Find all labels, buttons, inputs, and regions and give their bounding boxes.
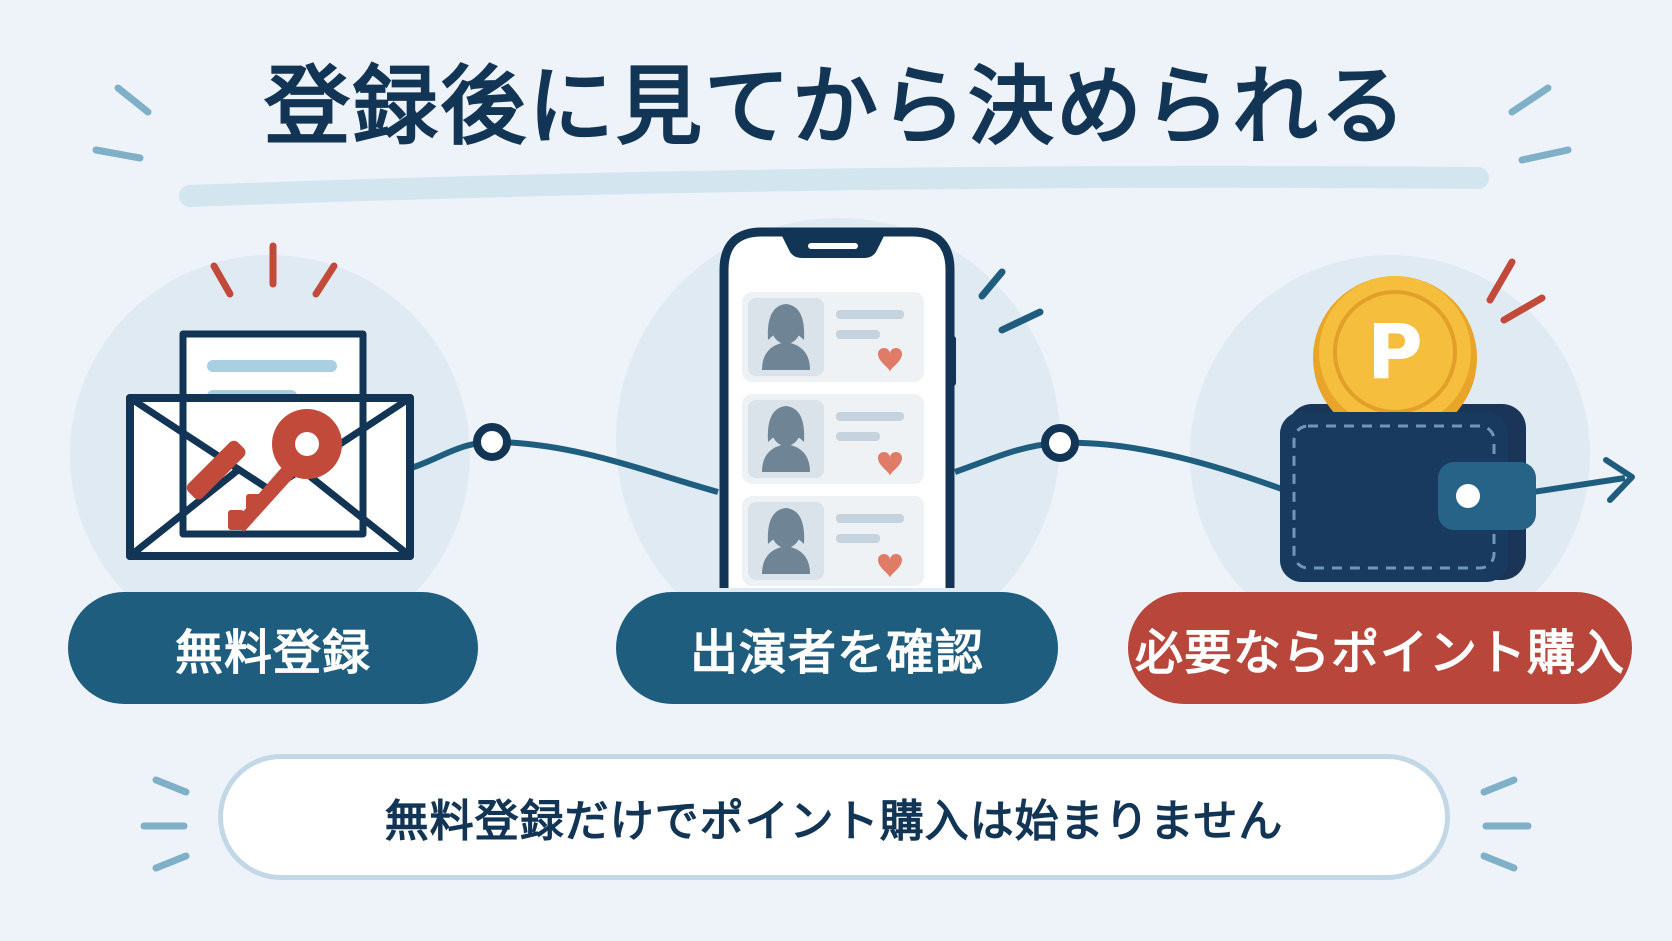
wallet-coin-icon: P <box>1280 258 1546 582</box>
connector-node-2 <box>1041 424 1079 462</box>
coin-letter: P <box>1367 307 1423 396</box>
title-sparkle-left <box>92 84 152 162</box>
connector-line-3 <box>1519 475 1626 497</box>
envelope-key-icon <box>126 242 414 560</box>
step-label-check-performers: 出演者を確認 <box>616 592 1058 704</box>
connector-line-2 <box>954 439 1292 495</box>
profile-card-2 <box>742 394 924 484</box>
connector-line-1 <box>404 438 719 495</box>
step-label-buy-points: 必要ならポイント購入 <box>1128 592 1632 704</box>
bottom-note: 無料登録だけでポイント購入は始まりません <box>218 754 1450 880</box>
title-sparkle-right <box>1508 84 1572 164</box>
step-label-free-registration: 無料登録 <box>68 592 478 704</box>
connector-node-1 <box>473 423 511 461</box>
page-title: 登録後に見てから決められる <box>264 57 1408 157</box>
arrow-head-icon <box>1603 457 1635 503</box>
profile-card-3 <box>742 496 924 586</box>
profile-card-1 <box>742 292 924 382</box>
title-underline <box>179 165 1489 207</box>
smartphone-profiles-icon <box>719 227 1044 588</box>
